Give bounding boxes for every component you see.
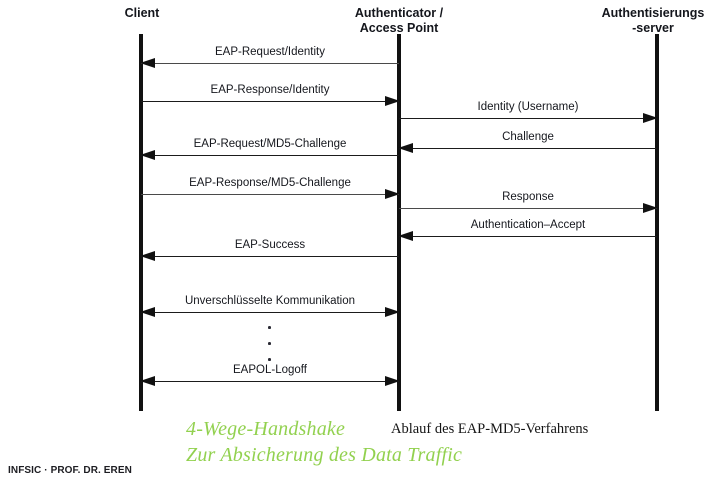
arrowhead-right-icon (643, 202, 658, 213)
arrowhead-left-icon (398, 142, 413, 153)
arrowhead-left-icon (398, 230, 413, 241)
message-label: EAP-Response/Identity (210, 84, 330, 96)
arrowhead-left-icon (140, 306, 155, 317)
participant-header-auth-server-line1: Authentisierungs (601, 6, 705, 20)
message-label: EAP-Request/MD5-Challenge (193, 138, 347, 150)
message-line (399, 208, 657, 210)
participant-header-auth-server: Authentisierungs -server (585, 6, 721, 36)
arrowhead-right-icon (385, 95, 400, 106)
arrowhead-left-icon (140, 57, 155, 68)
caption-diagram-title: Ablauf des EAP-MD5-Verfahrens (391, 421, 589, 437)
message-label: Identity (Username) (477, 101, 579, 113)
message-line (141, 256, 399, 258)
arrowhead-left-icon (140, 250, 155, 261)
message-line (141, 312, 399, 314)
caption-green-line2: Zur Absicherung des Data Traffic (186, 444, 463, 466)
message-label: Unverschlüsselte Kommunikation (184, 295, 356, 307)
message-label: Response (502, 191, 554, 203)
ellipsis-dot (268, 342, 271, 345)
participant-header-authenticator-line2: Access Point (359, 21, 439, 35)
message-label: EAPOL-Logoff (233, 364, 307, 376)
lifeline-authenticator (397, 34, 401, 411)
message-label: EAP-Response/MD5-Challenge (189, 177, 351, 189)
message-label: Authentication–Accept (470, 219, 586, 231)
arrowhead-left-icon (140, 149, 155, 160)
participant-header-auth-server-line2: -server (632, 21, 674, 35)
ellipsis-dot (268, 326, 271, 329)
caption-green-line1: 4-Wege-Handshake (186, 418, 346, 440)
message-line (141, 63, 399, 65)
lifeline-auth-server (655, 34, 659, 411)
participant-header-authenticator: Authenticator / Access Point (339, 6, 459, 36)
message-line (399, 148, 657, 150)
footer-credit: INFSIC · PROF. DR. EREN (8, 465, 132, 476)
arrowhead-right-icon (643, 112, 658, 123)
arrowhead-right-icon (385, 375, 400, 386)
participant-header-client: Client (102, 6, 182, 21)
message-line (141, 194, 399, 196)
arrowhead-left-icon (140, 375, 155, 386)
lifeline-client (139, 34, 143, 411)
message-line (399, 118, 657, 120)
participant-header-authenticator-line1: Authenticator / (354, 6, 444, 20)
message-label: Challenge (502, 131, 554, 143)
message-line (141, 155, 399, 157)
message-line (141, 101, 399, 103)
message-label: EAP-Success (234, 239, 306, 251)
message-label: EAP-Request/Identity (215, 46, 325, 58)
message-line (399, 236, 657, 238)
ellipsis-dot (268, 358, 271, 361)
arrowhead-right-icon (385, 306, 400, 317)
participant-header-client-line1: Client (124, 6, 160, 20)
arrowhead-right-icon (385, 188, 400, 199)
message-line (141, 381, 399, 383)
